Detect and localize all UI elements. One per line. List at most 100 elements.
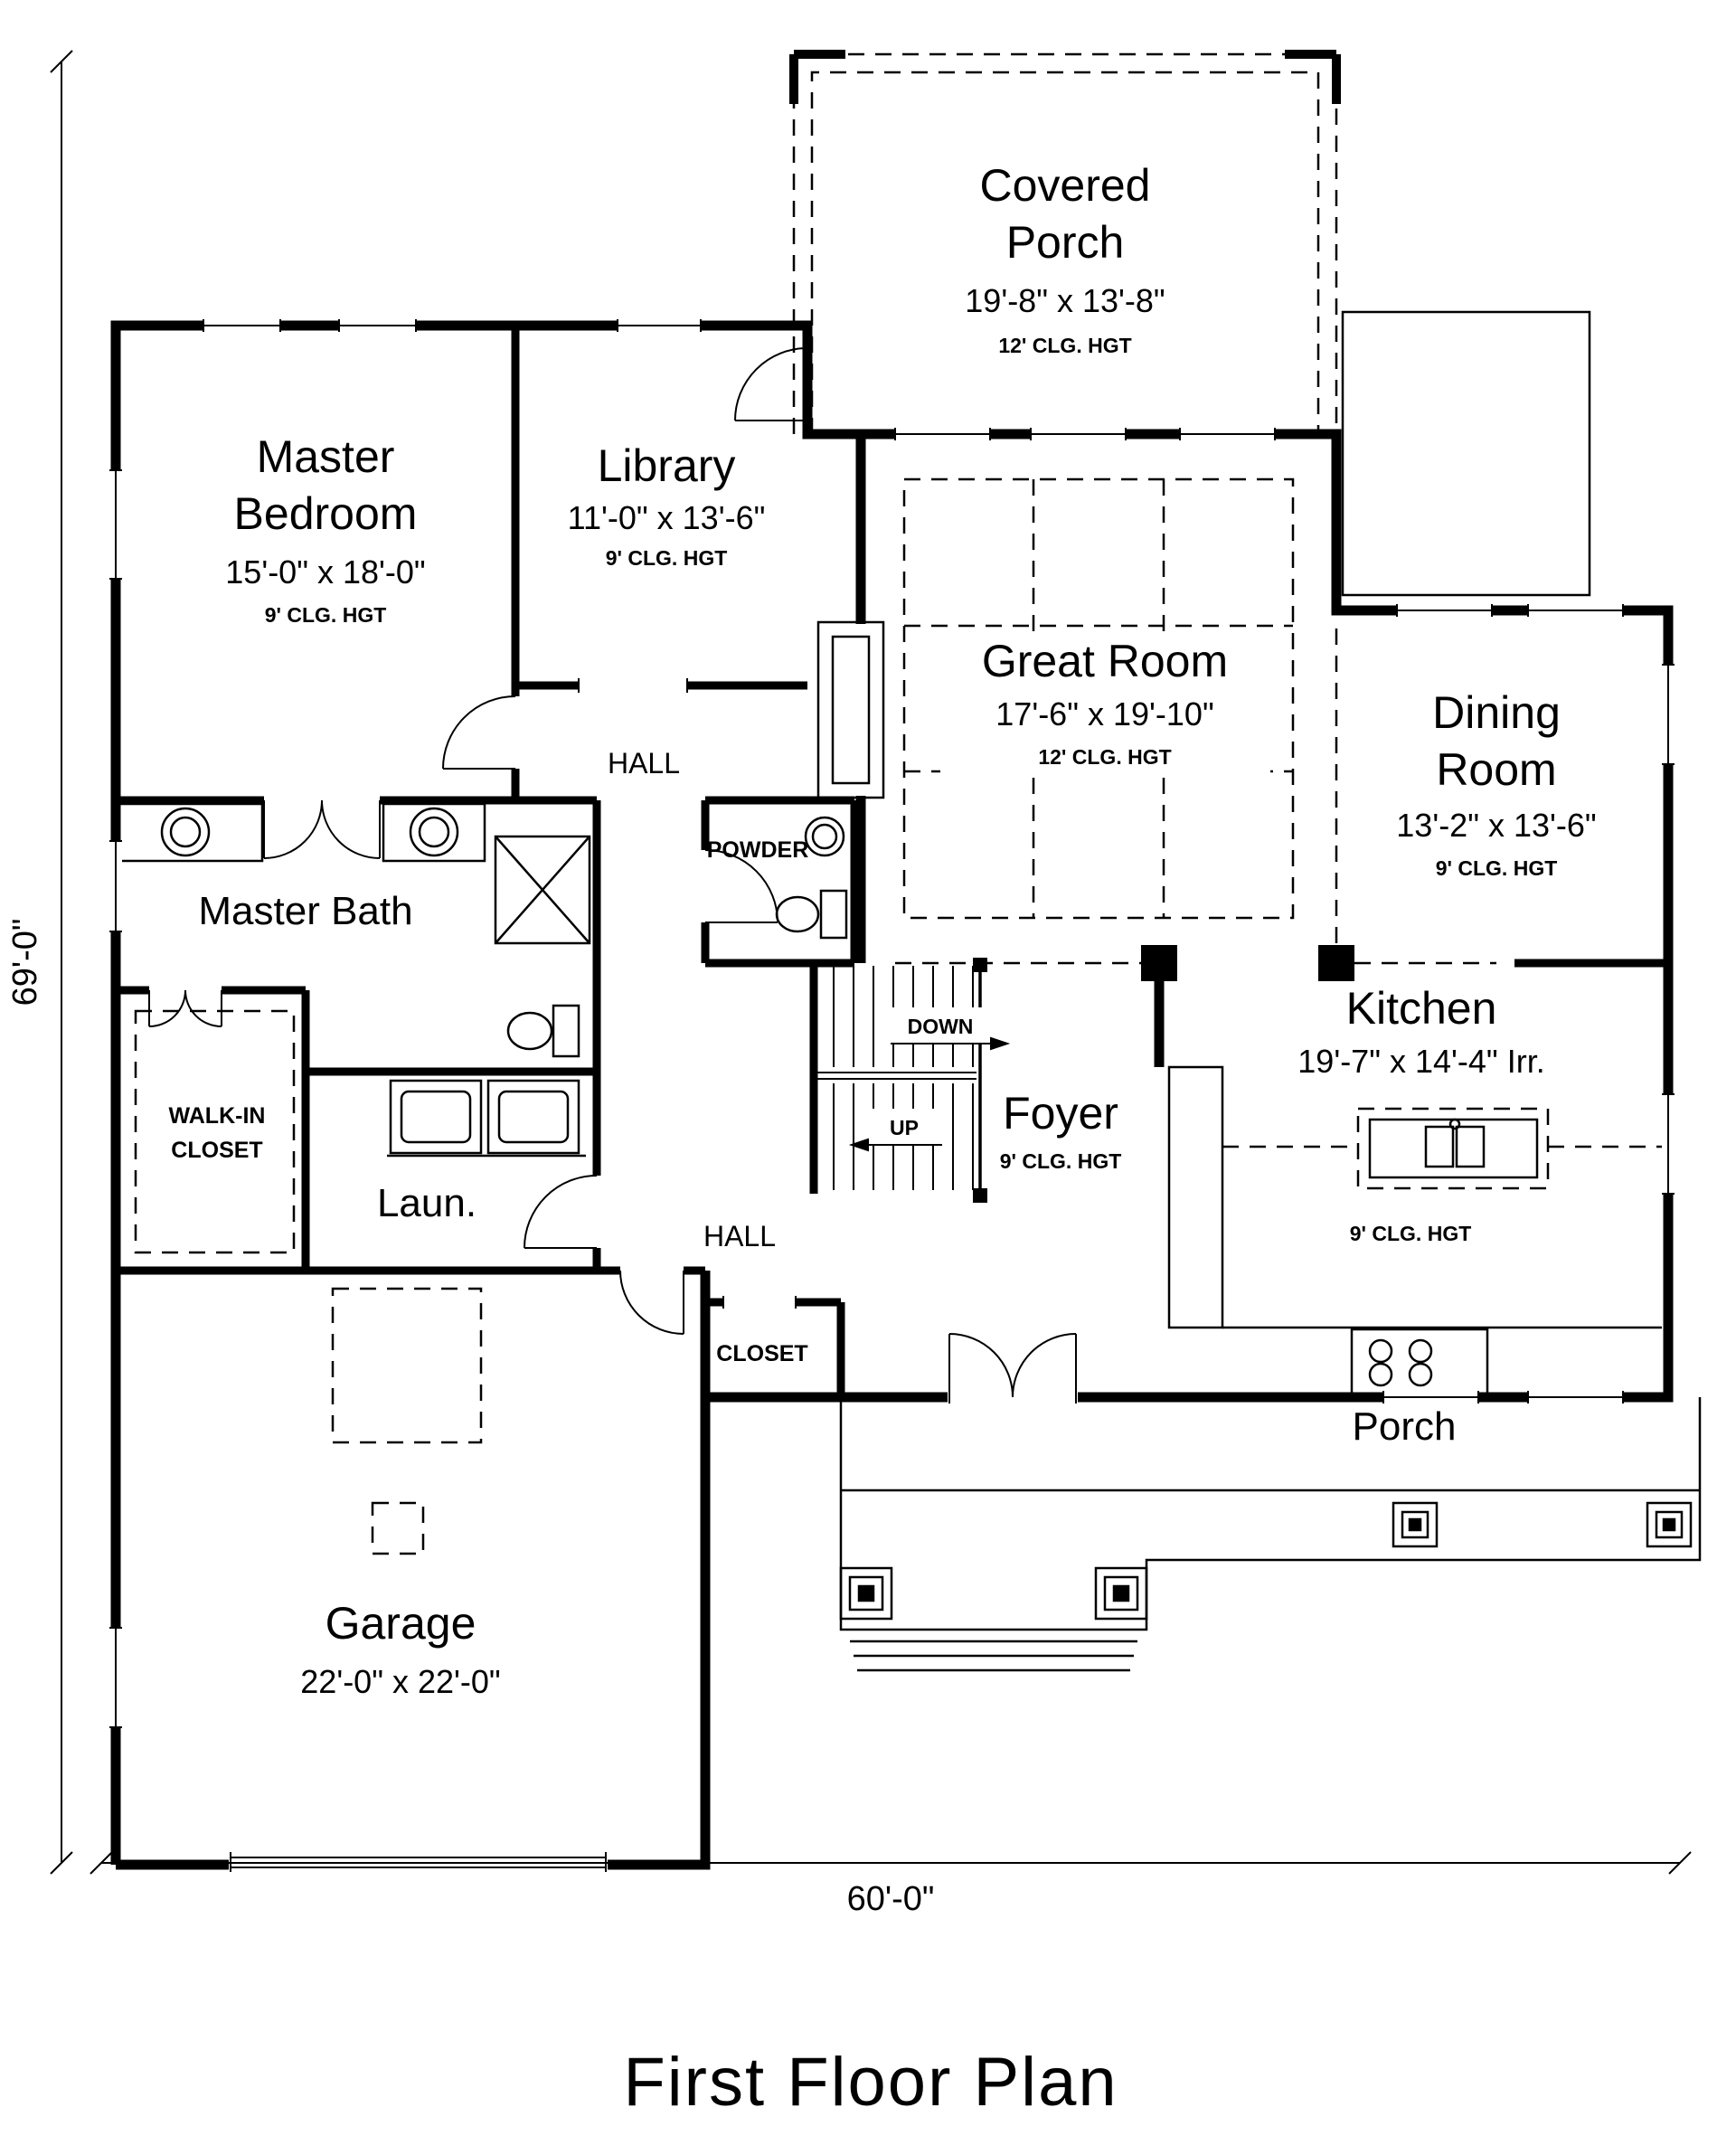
porch-column-icon (839, 1566, 893, 1621)
cased-opening (722, 1296, 797, 1309)
great-room-ceiling: 12' CLG. HGT (1038, 745, 1171, 769)
garage-post (371, 1501, 425, 1555)
window-icon (1527, 604, 1624, 617)
great-room-label: Great Room (982, 636, 1228, 686)
front-door-icon (948, 1333, 1078, 1404)
cased-opening (578, 678, 688, 693)
vanity-right (382, 802, 486, 863)
column-stub (1318, 945, 1354, 981)
library-label: Library (598, 440, 736, 491)
walk-in-closet-label: CLOSET (171, 1138, 262, 1163)
door-icon (524, 1175, 598, 1249)
dining-room-label: Dining (1432, 687, 1561, 738)
up-arrow-icon (848, 1138, 869, 1152)
master-bedroom-size: 15'-0" x 18'-0" (225, 553, 425, 591)
doors (148, 347, 1078, 1872)
window-icon (894, 428, 991, 440)
staircase (814, 958, 987, 1203)
covered-porch-outline (792, 52, 1338, 434)
window-icon (109, 840, 122, 932)
library-size: 11'-0" x 13'-6" (568, 499, 766, 536)
covered-porch-size: 19'-8" x 13'-8" (965, 282, 1165, 319)
dimension-depth: 69'-0" (6, 919, 44, 1007)
bath-sink-icon (409, 807, 459, 857)
wall-right-front (705, 429, 1674, 1403)
wall-powder (701, 796, 859, 968)
closet-shelving (134, 1009, 296, 1254)
side-patio (1341, 310, 1591, 597)
stairs-up-label: UP (890, 1116, 919, 1139)
powder-sink-icon (804, 816, 845, 857)
window-icon (1382, 1391, 1479, 1404)
powder-label: POWDER (707, 837, 809, 863)
dim-tick (90, 1851, 1692, 1875)
covered-porch-ceiling: 12' CLG. HGT (998, 334, 1131, 357)
great-room-size: 17'-6" x 19'-10" (995, 695, 1213, 732)
room-labels: Covered Porch 19'-8" x 13'-8" 12' CLG. H… (6, 160, 1597, 2121)
door-icon (619, 1270, 684, 1335)
covered-porch-label: Covered (980, 160, 1151, 211)
kitchen-left-counter (1167, 1065, 1224, 1329)
bath-sink-icon (160, 807, 211, 857)
range-icon (1350, 1328, 1489, 1396)
toilet-icon (775, 889, 848, 940)
porch-column-icon (1646, 1501, 1693, 1548)
window-icon (617, 319, 702, 332)
dimension-width: 60'-0" (847, 1880, 935, 1918)
windows (109, 319, 1675, 1728)
hall-lower-label: HALL (703, 1220, 776, 1252)
garage-attic-access (331, 1287, 483, 1444)
stair-arrows (848, 1036, 1011, 1152)
covered-porch-label: Porch (1006, 217, 1125, 268)
window-icon (203, 319, 281, 332)
dining-room-size: 13'-2" x 13'-6" (1396, 807, 1596, 844)
hall-upper-label: HALL (608, 747, 680, 780)
fixtures (160, 620, 1539, 1396)
wall-garage (116, 1271, 711, 1870)
window-icon (1396, 604, 1493, 617)
master-bath-label: Master Bath (198, 889, 412, 933)
garage-door-icon (229, 1852, 608, 1872)
window-icon (1662, 664, 1675, 765)
window-icon (1527, 1391, 1624, 1404)
kitchen-label: Kitchen (1346, 983, 1497, 1034)
door-icon (442, 695, 516, 770)
interior-walls (116, 326, 1668, 1397)
dimension-lines (50, 50, 1692, 1875)
double-door-icon (263, 799, 381, 859)
wall-left-top (110, 320, 861, 1865)
porch-columns (839, 1501, 1693, 1621)
porch-label: Porch (1353, 1404, 1457, 1449)
porch-column-icon (1094, 1566, 1148, 1621)
window-icon (109, 1627, 122, 1728)
porch-column-icon (1392, 1501, 1439, 1548)
kitchen-size: 19'-7" x 14'-4" Irr. (1297, 1043, 1544, 1080)
wall-closet (705, 1298, 845, 1397)
dim-tick (50, 50, 73, 1875)
entry-door-icon (734, 347, 808, 421)
kitchen-island (1368, 1118, 1539, 1179)
shower-icon (494, 835, 591, 945)
dining-room-ceiling: 9' CLG. HGT (1436, 856, 1558, 880)
window-icon (1030, 428, 1127, 440)
dryer-icon (486, 1079, 580, 1155)
front-porch-outline (839, 1397, 1702, 1631)
washer-icon (389, 1079, 483, 1155)
column-stub (1141, 945, 1177, 981)
master-bedroom-ceiling: 9' CLG. HGT (265, 603, 387, 627)
window-icon (1179, 428, 1276, 440)
walk-in-closet-label: WALK-IN (169, 1103, 266, 1129)
master-bedroom-label: Bedroom (234, 488, 418, 539)
window-icon (109, 469, 122, 580)
fireplace-icon (816, 620, 885, 799)
plan-title: First Floor Plan (623, 2044, 1118, 2121)
stairs-down-label: DOWN (908, 1015, 974, 1038)
kitchen-ceiling: 9' CLG. HGT (1350, 1222, 1472, 1245)
foyer-ceiling: 9' CLG. HGT (1000, 1149, 1122, 1173)
dining-room-label: Room (1436, 744, 1556, 795)
wall-bath-bottom (116, 986, 597, 1271)
window-icon (1662, 1093, 1675, 1195)
newel-post (973, 1188, 987, 1203)
